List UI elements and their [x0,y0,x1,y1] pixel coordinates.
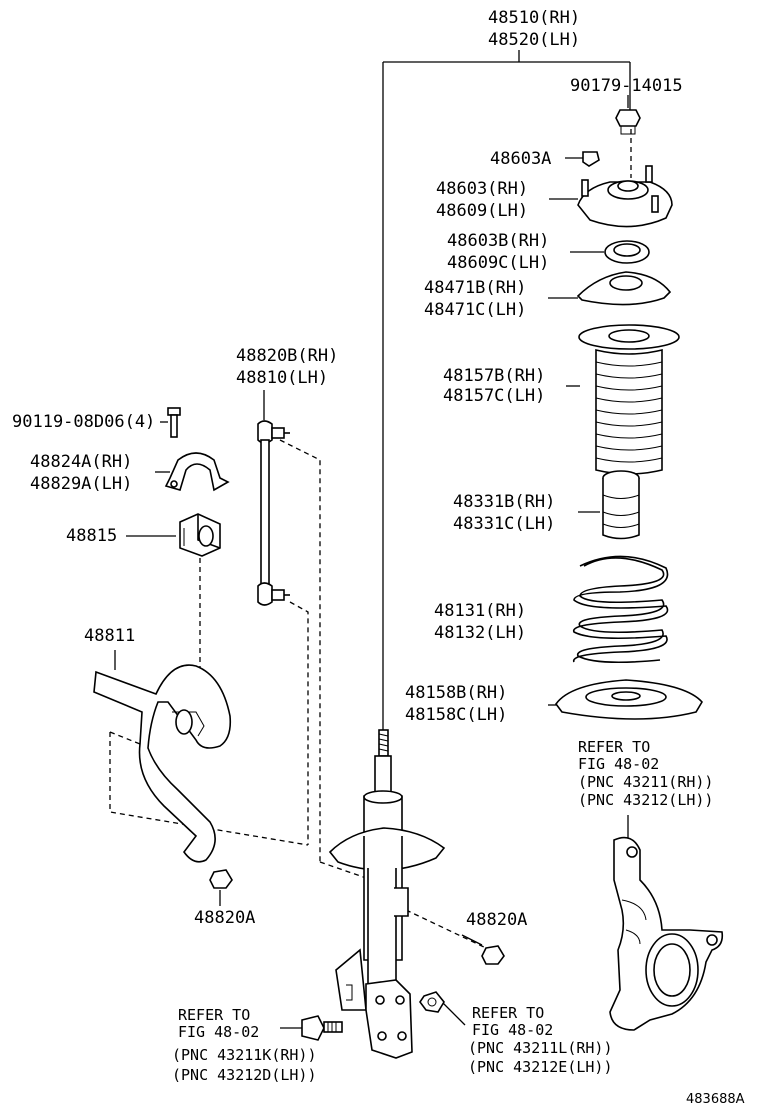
label-seat-upper-rh: 48471B(RH) [424,278,527,298]
strut-upper-support [577,165,673,228]
label-nut-right: 48820A [466,910,528,930]
ref-bolt-line1: REFER TO [178,1006,251,1024]
dust-boot [578,324,680,475]
label-strut-lh: 48520(LH) [488,30,581,50]
stabilizer-bushing [179,513,221,557]
stabilizer-link [257,420,290,606]
top-nut [615,109,641,135]
knuckle-bolt [301,1015,343,1041]
ref-bolt-line4: (PNC 43212D(LH)) [172,1066,317,1084]
strut-bearing [604,240,650,264]
ref-bolt-line3: (PNC 43211K(RH)) [172,1046,317,1064]
ref-bolt-line2: FIG 48-02 [178,1023,260,1041]
ref-knuckle-line2: FIG 48-02 [578,755,660,773]
label-nut-left: 48820A [194,908,256,928]
label-bracket-rh: 48824A(RH) [30,452,133,472]
label-spring-lh: 48132(LH) [434,623,527,643]
bracket-bolt [167,407,181,438]
label-top-nut: 90179-14015 [570,76,683,96]
label-boot-lh: 48157C(LH) [443,386,546,406]
ref-knuckle-line1: REFER TO [578,738,651,756]
label-stabilizer-bar: 48811 [84,626,136,646]
label-link-rh: 48820B(RH) [236,346,339,366]
label-bearing-rh: 48603B(RH) [447,231,550,251]
ref-nut-line4: (PNC 43212E(LH)) [468,1058,613,1076]
bump-stopper [602,470,640,540]
ref-nut-line1: REFER TO [472,1004,545,1022]
label-insulator-lh: 48158C(LH) [405,705,508,725]
label-bracket-bolt: 90119-08D06(4) [12,412,156,432]
shock-absorber [328,729,446,1059]
label-spring-rh: 48131(RH) [434,601,527,621]
lower-spring-insulator [555,679,703,720]
label-boot-rh: 48157B(RH) [443,366,546,386]
label-insulator-rh: 48158B(RH) [405,683,508,703]
ref-knuckle-line4: (PNC 43212(LH)) [578,791,714,809]
label-cap: 48603A [490,149,552,169]
label-bushing: 48815 [66,526,118,546]
label-bumper-lh: 48331C(LH) [453,514,556,534]
diagram-id: 483688A [686,1092,745,1107]
link-nut-left [209,869,233,889]
label-strut-rh: 48510(RH) [488,8,581,28]
ref-knuckle-line3: (PNC 43211(RH)) [578,773,714,791]
label-seat-upper-lh: 48471C(LH) [424,300,527,320]
support-cap [582,151,600,167]
knuckle-nut [419,991,445,1013]
label-link-lh: 48810(LH) [236,368,329,388]
leader-lines [114,50,631,1029]
label-bracket-lh: 48829A(LH) [30,474,133,494]
steering-knuckle [609,836,724,1031]
ref-nut-line2: FIG 48-02 [472,1021,554,1039]
upper-spring-seat [576,271,672,306]
label-bumper-rh: 48331B(RH) [453,492,556,512]
label-support-lh: 48609(LH) [436,201,529,221]
label-bearing-lh: 48609C(LH) [447,253,550,273]
coil-spring [573,555,669,664]
label-support-rh: 48603(RH) [436,179,529,199]
bushing-bracket [164,452,230,492]
link-nut-right [481,945,505,965]
ref-nut-line3: (PNC 43211L(RH)) [468,1039,613,1057]
stabilizer-bar [93,664,232,863]
